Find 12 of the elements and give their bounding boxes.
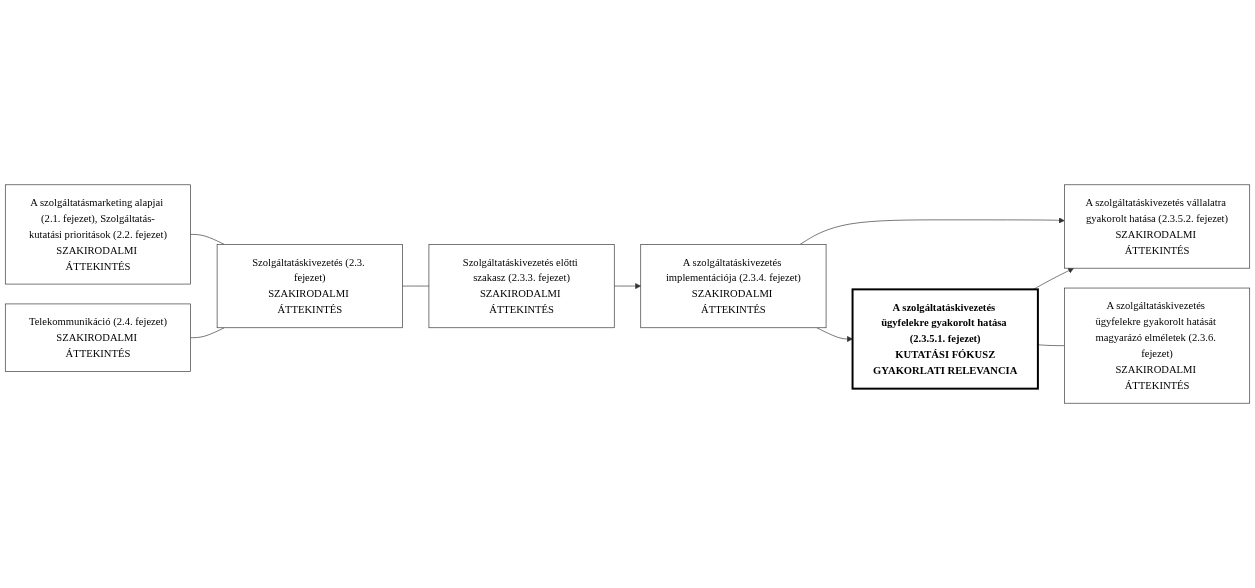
node-box: Szolgáltatáskivezetés (2.3. fejezet) SZAKIRODALMI ÁTTEKINTÉS bbox=[216, 244, 403, 329]
connector bbox=[190, 327, 225, 338]
node-box: Telekommunikáció (2.4. fejezet) SZAKIRODALMI ÁTTEKINTÉS bbox=[4, 303, 191, 372]
connector bbox=[190, 234, 225, 245]
connector bbox=[1037, 344, 1065, 346]
node-box: A szolgáltatáskivezetés implementációja (2.3.4. fejezet) SZAKIRODALMI ÁTTEKINTÉS bbox=[640, 244, 827, 329]
connector bbox=[402, 285, 430, 287]
node-box: Szolgáltatáskivezetés előtti szakasz (2.3.3. fejezet) SZAKIRODALMI ÁTTEKINTÉS bbox=[428, 244, 615, 329]
node-box: A szolgáltatáskivezetés ügyfelekre gyakorolt hatását magyarázó elméletek (2.3.6. fejezet) SZAKIRODALMI ÁTTEKINTÉS bbox=[1064, 287, 1251, 404]
node-box: A szolgáltatásmarketing alapjai (2.1. fejezet), Szolgáltatás-kutatási prioritások (2.2. fejezet) SZAKIRODALMI ÁTTEKINTÉS bbox=[4, 184, 191, 285]
node-box: A szolgáltatáskivezetés vállalatra gyakorolt hatása (2.3.5.2. fejezet) SZAKIRODALMI ÁTTEKINTÉS bbox=[1064, 184, 1251, 269]
node-box: A szolgáltatáskivezetés ügyfelekre gyakorolt hatása (2.3.5.1. fejezet) KUTATÁSI FÓKUSZ GYAKORLATI RELEVANCIA bbox=[851, 288, 1039, 390]
